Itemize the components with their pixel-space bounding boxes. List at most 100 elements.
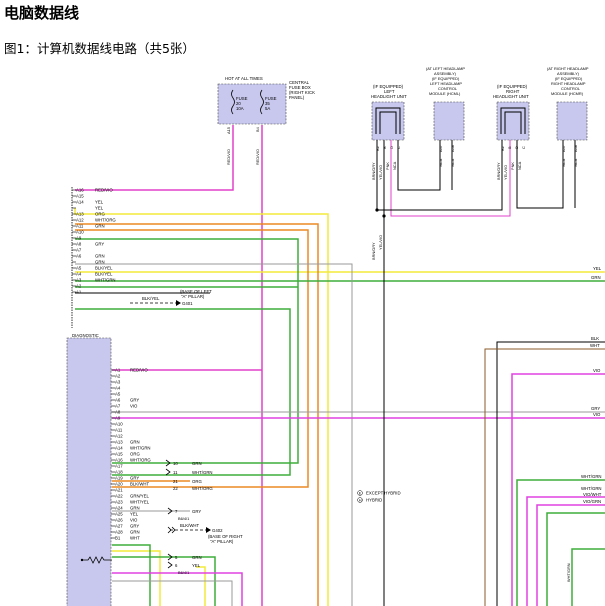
splice-10-11: 10 11 GRN WHT/GRN	[165, 459, 213, 476]
cu-pin-label: B1	[115, 536, 121, 541]
obd-ground-wire: BLK/YEL	[142, 296, 160, 301]
hcmr-pin-2: A48	[573, 145, 578, 152]
resistor-terminal-icon	[80, 558, 84, 562]
page-title: 电脑数据线	[4, 4, 80, 22]
fuse-a-label-3: 10A	[236, 106, 244, 111]
obd-wire-label: GRY	[95, 242, 104, 247]
left-headlamp-control-module	[433, 101, 465, 141]
hcmr-wire-1: NCA	[561, 158, 566, 167]
splice-10-11-a: 10	[173, 461, 178, 466]
cu-pin-label: A18	[115, 470, 123, 475]
splice-7-a: 7	[175, 509, 178, 514]
cu-pin-label: A28	[115, 530, 123, 535]
cu-pin-label: A26	[115, 518, 123, 523]
right-label-gry: GRY	[591, 406, 600, 411]
obd-pin-label: A6	[76, 254, 82, 259]
splice-5-6-top: GRN	[192, 555, 202, 560]
splice-21-22: 21 22 ORG WHT/ORG	[173, 479, 213, 491]
fuse-a-label-1: FUSE	[236, 96, 248, 101]
cu-pin-label: A16	[115, 458, 123, 463]
fuse-pin-b: B4	[255, 126, 260, 132]
obd-wire-label: RED/VIO	[95, 188, 113, 193]
wire-a11-grn	[75, 238, 299, 464]
wire-right-hl-nca	[516, 140, 564, 209]
cu-pin-label: A8	[115, 410, 121, 415]
wire-a25-yel	[196, 566, 206, 606]
fuse-box-header: HOT AT ALL TIMES	[225, 76, 263, 81]
left-hl-pin-2: B	[382, 146, 387, 149]
wire-a24-grn	[112, 556, 216, 606]
cu-wire-label: WHT/YEL	[130, 500, 150, 505]
wire-a13-org	[75, 223, 319, 606]
right-label-yel: YEL	[593, 266, 602, 271]
cu-pin-label: A2	[115, 374, 121, 379]
junction-dot-2	[382, 214, 386, 218]
right-label-wht-grn-vertical: WHT/GRN	[566, 563, 571, 582]
splice-10-11-top: GRN	[192, 461, 202, 466]
hcml-label-4: LEFT HEADLAMP	[430, 81, 462, 86]
obd-label-1: DIAGNOSTIC	[72, 333, 99, 338]
cu-wire-label: GRY	[130, 476, 139, 481]
figure-caption: 图1：计算机数据线电路（共5张）	[4, 41, 195, 56]
right-hl-wire-4: NCA	[517, 161, 522, 170]
right-label-vio-grn: VIO/GRN	[583, 499, 601, 504]
resistor-icon	[82, 556, 112, 564]
fuse-wire-a-label: RED/VIO	[226, 149, 231, 165]
splice-21-22-bottom: WHT/ORG	[192, 486, 213, 491]
right-hl-connector	[500, 107, 526, 134]
cu-wire-label: WHT/GRN	[130, 446, 151, 451]
obd-pin-label: A12	[76, 218, 84, 223]
obd-wire-label: YEL	[95, 200, 104, 205]
right-hl-label-3: HEADLIGHT UNIT	[493, 94, 529, 99]
obd-wire-label: YEL	[95, 206, 104, 211]
cu-pin-label: A19	[115, 476, 123, 481]
cu-pin-label: A10	[115, 422, 123, 427]
obd-pin-label: A14	[76, 200, 84, 205]
wire-fuse-a-red-vio	[75, 125, 234, 191]
wire-vio-wht-right	[526, 496, 605, 606]
cu-pin-label: A23	[115, 500, 123, 505]
splice-5-6-a: 5	[175, 555, 178, 560]
cu-wire-label: GRN	[130, 440, 140, 445]
wire-wht-grn-right-2	[546, 512, 605, 606]
right-label-wht-grn-2: WHT/GRN	[581, 486, 602, 491]
cu-pin-label: A20	[115, 482, 123, 487]
cu-pin-label: A12	[115, 434, 123, 439]
legend-except-hybrid: EXCEPT HYBRID	[366, 491, 401, 496]
cu-wire-label: VIO	[130, 404, 138, 409]
wire-a22-grn-yel	[112, 544, 151, 606]
splice-10-11-bottom: WHT/GRN	[192, 470, 213, 475]
fuse-box-label-1: CENTRAL	[289, 80, 310, 85]
obd-wire-label: GRN	[95, 254, 105, 259]
cu-pin-label: A24	[115, 506, 123, 511]
wiring-diagram: HOT AT ALL TIMES CENTRAL FUSE BOX (RIGHT…	[66, 66, 605, 606]
obd-wire-label: GRN	[95, 224, 105, 229]
cu-wire-label: GRN	[130, 530, 140, 535]
obd-pin-label: A16	[76, 188, 84, 193]
right-hl-wire-2: YEL/VIO	[503, 165, 508, 180]
fuse-box-label-2: FUSE BOX	[289, 85, 311, 90]
right-hl-wire-3: PNK	[510, 162, 515, 170]
hcmr-label-1: (AT RIGHT HEADLAMP	[547, 66, 589, 71]
cu-pin-label: A27	[115, 524, 123, 529]
fuse-b-symbol	[260, 89, 264, 115]
right-hl-label-1: (IF EQUIPPED)	[497, 84, 528, 89]
left-hl-label-1: (IF EQUIPPED)	[373, 84, 404, 89]
obd-pin-label: A7	[76, 248, 82, 253]
left-hl-label-3: HEADLIGHT UNIT	[371, 94, 407, 99]
cu-ground-wire: BLK/WHT	[180, 523, 199, 528]
cu-ground-note-1: (BASE OF RIGHT	[208, 534, 243, 539]
junction-dot-1	[375, 208, 379, 212]
splice-21-22-b: 22	[173, 486, 178, 491]
splice-5-6-arrow	[167, 553, 173, 569]
obd-pin-label: A11	[76, 224, 84, 229]
cu-pin-label: A25	[115, 512, 123, 517]
splice-5-6: 5 6 GRN YEL B6/4/1	[167, 553, 202, 575]
left-hl-pin-1: B2	[375, 146, 380, 151]
fuse-box-label-4: PANEL)	[289, 95, 305, 100]
right-label-wht-grn-1: WHT/GRN	[581, 474, 602, 479]
obd-wire-label: ORG	[95, 212, 105, 217]
hcml-wire-2: NCA	[450, 158, 455, 167]
